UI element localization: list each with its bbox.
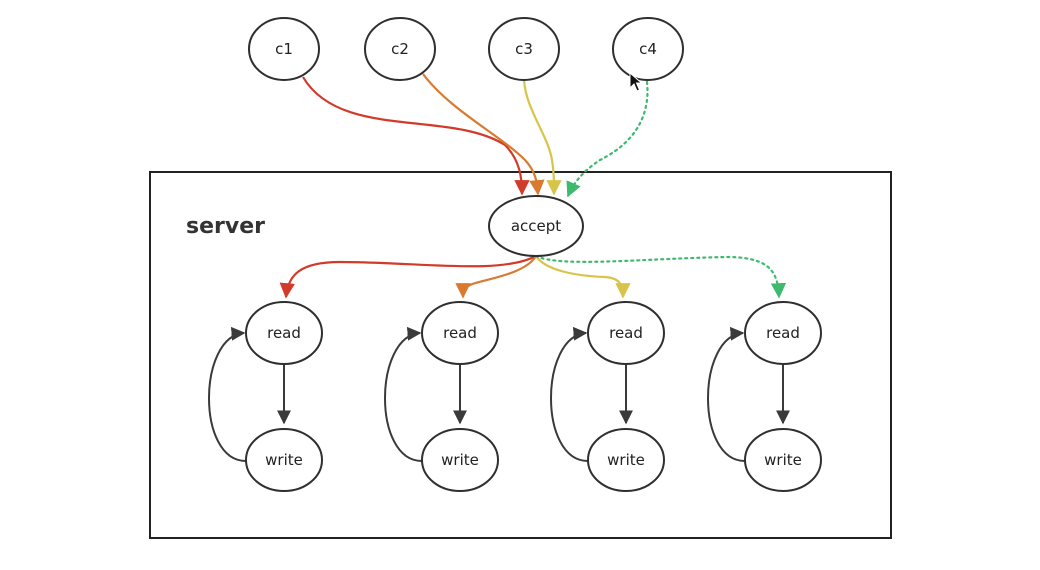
accept-edge-4: [534, 254, 787, 299]
read-node-4-shape: [744, 301, 822, 365]
write-node-4-label: write: [764, 451, 802, 469]
client-node-2: c2: [364, 17, 436, 81]
write-node-2-label: write: [441, 451, 479, 469]
accept-edge-1: [279, 255, 537, 299]
nodes-layer: read write read write read write read write acce…: [245, 17, 822, 492]
client-node-3-label: c3: [515, 40, 533, 58]
read-node-1: read: [245, 301, 323, 365]
read-node-4-label: read: [766, 324, 800, 342]
write-read-loop-1: [208, 326, 247, 462]
accept-edge-2: [455, 255, 537, 299]
read-node-1-shape: [245, 301, 323, 365]
client-node-4: c4: [612, 17, 684, 81]
read-node-3-label: read: [609, 324, 643, 342]
accept-node-shape: [488, 195, 584, 257]
write-node-2: write: [421, 428, 499, 492]
read-node-2: read: [421, 301, 499, 365]
read-node-2-shape: [421, 301, 499, 365]
client-node-2-label: c2: [391, 40, 409, 58]
client-edge-4: [566, 80, 649, 198]
write-node-1: write: [245, 428, 323, 492]
write-node-3-shape: [587, 428, 665, 492]
write-read-loop-2: [384, 326, 423, 462]
read-node-2-label: read: [443, 324, 477, 342]
accept-edge-3: [535, 255, 631, 299]
client-edge-3: [522, 79, 562, 196]
client-node-1-shape: [248, 17, 320, 81]
client-node-4-shape: [612, 17, 684, 81]
edges-layer: [208, 73, 790, 462]
write-node-3-label: write: [607, 451, 645, 469]
write-read-loop-4: [707, 326, 746, 462]
accept-node: accept: [488, 195, 584, 257]
write-node-3: write: [587, 428, 665, 492]
client-node-3-shape: [488, 17, 560, 81]
write-node-1-label: write: [265, 451, 303, 469]
client-node-1: c1: [248, 17, 320, 81]
write-node-4-shape: [744, 428, 822, 492]
write-node-4: write: [744, 428, 822, 492]
client-node-3: c3: [488, 17, 560, 81]
server-label: server: [186, 214, 265, 239]
client-node-4-label: c4: [639, 40, 657, 58]
read-node-4: read: [744, 301, 822, 365]
client-edge-1: [302, 76, 530, 196]
accept-node-label: accept: [511, 217, 561, 235]
write-node-1-shape: [245, 428, 323, 492]
mouse-cursor-icon: [629, 71, 643, 92]
client-node-1-label: c1: [275, 40, 293, 58]
client-edge-2: [422, 73, 545, 196]
read-node-1-label: read: [267, 324, 301, 342]
client-node-2-shape: [364, 17, 436, 81]
read-node-3-shape: [587, 301, 665, 365]
write-read-loop-3: [550, 326, 589, 462]
write-node-2-shape: [421, 428, 499, 492]
read-node-3: read: [587, 301, 665, 365]
